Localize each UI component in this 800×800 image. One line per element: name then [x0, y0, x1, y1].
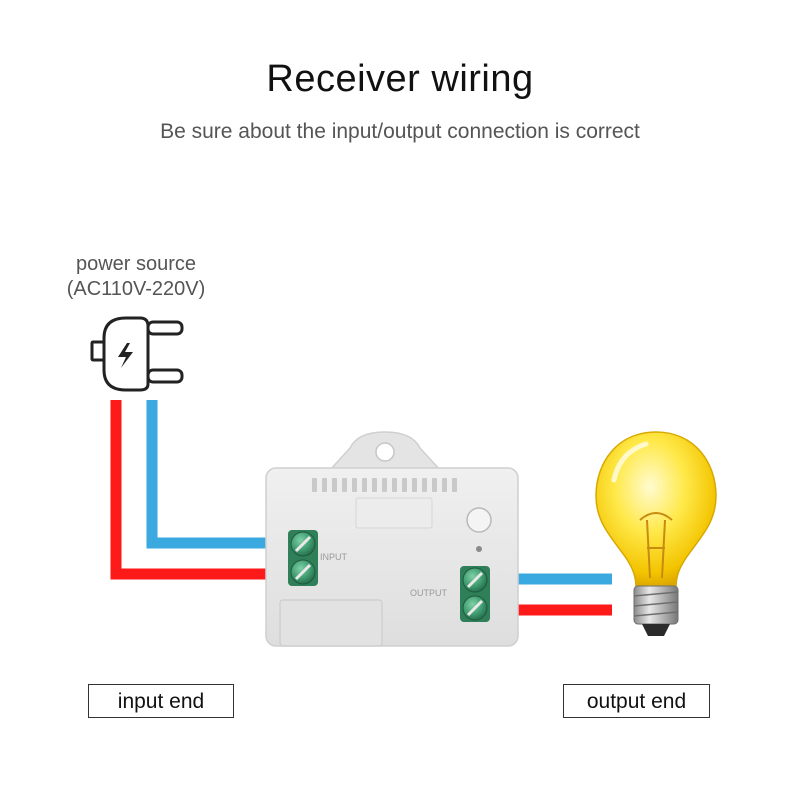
input-neutral-wire: [146, 400, 268, 549]
power-source-label: power source (AC110V-220V): [36, 252, 236, 302]
input-live-wire: [110, 400, 268, 580]
diagram-title: Receiver wiring: [266, 58, 534, 100]
status-led: [476, 546, 482, 552]
lightning-icon: [118, 343, 133, 368]
screw-terminal-icon: [290, 531, 316, 585]
power-source-line1: power source: [75, 253, 197, 275]
mounting-hole: [375, 442, 395, 462]
input-end-label: input end: [88, 684, 234, 718]
power-plug-icon: [90, 316, 184, 392]
diagram-subtitle: Be sure about the input/output connectio…: [160, 120, 640, 143]
screw-terminal-icon: [462, 567, 488, 621]
learn-button: [466, 507, 492, 533]
light-bulb-icon: [595, 431, 717, 636]
receiver-module: INPUT OUTPUT: [265, 431, 519, 647]
output-end-label: output end: [563, 684, 710, 718]
receiver-input-label: INPUT: [320, 552, 348, 562]
vent-slots: [312, 478, 457, 492]
receiver-output-label: OUTPUT: [410, 588, 448, 598]
power-source-voltage: (AC110V-220V): [66, 278, 206, 300]
